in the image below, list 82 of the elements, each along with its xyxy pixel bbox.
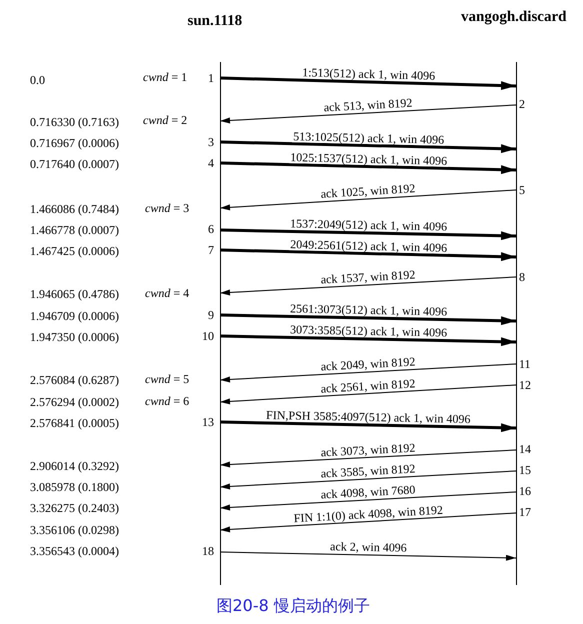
edge-label: ack 1537, win 8192	[318, 268, 416, 286]
segment-number: 13	[202, 416, 214, 428]
timestamp: 0.716330 (0.7163)	[30, 116, 119, 128]
host-name: vangogh.discard	[461, 10, 566, 25]
timestamp: 3.085978 (0.1800)	[30, 481, 119, 493]
arrow	[220, 492, 516, 510]
edge-label: ack 4098, win 7680	[318, 483, 416, 501]
segment-number: 3	[208, 136, 214, 148]
timestamp: 0.717640 (0.0007)	[30, 158, 119, 170]
segment-number: 17	[519, 506, 531, 518]
segment-number: 15	[519, 464, 531, 476]
caption: 图20-8 慢启动的例子	[216, 598, 370, 614]
arrow	[220, 76, 516, 90]
edge-label: ack 3073, win 8192	[318, 441, 416, 458]
cwnd-value: cwnd = 4	[145, 287, 190, 299]
segment-number: 4	[208, 157, 214, 169]
timestamp: 1.466778 (0.0007)	[30, 224, 119, 236]
segment-number: 14	[519, 443, 531, 455]
arrow	[220, 248, 516, 262]
segment-number: 1	[208, 72, 214, 84]
segment-number: 16	[519, 485, 531, 497]
timestamp: 0.0	[30, 74, 45, 86]
timestamp: 3.356543 (0.0004)	[30, 545, 119, 557]
arrow	[220, 470, 516, 490]
timestamp: 2.906014 (0.3292)	[30, 460, 119, 472]
arrow	[220, 384, 516, 404]
arrow	[220, 140, 516, 154]
cwnd-value: cwnd = 6	[145, 395, 190, 407]
arrow	[220, 364, 516, 382]
timestamp: 1.947350 (0.0006)	[30, 331, 119, 343]
cwnd-value: cwnd = 2	[143, 114, 188, 126]
arrow	[220, 190, 516, 210]
arrow	[220, 420, 516, 432]
cwnd-value: cwnd = 1	[143, 71, 188, 83]
edge-label: 1025:1537(512) ack 1, win 4096	[288, 150, 448, 166]
arrow	[220, 334, 516, 346]
segment-number: 12	[519, 379, 531, 391]
segment-number: 7	[208, 244, 214, 256]
edge-label: ack 3585, win 8192	[318, 462, 416, 480]
segment-number: 9	[208, 309, 214, 321]
edge-label: 1:513(512) ack 1, win 4096	[300, 66, 436, 82]
arrow	[220, 512, 516, 532]
edge-label: ack 1025, win 8192	[318, 182, 416, 200]
cwnd-value: cwnd = 3	[145, 202, 190, 214]
timestamp: 2.576294 (0.0002)	[30, 396, 119, 408]
host-name: sun.1118	[188, 14, 242, 29]
segment-number: 18	[202, 545, 214, 557]
edge-label: ack 513, win 8192	[322, 96, 414, 114]
timestamp: 2.576841 (0.0005)	[30, 417, 119, 429]
arrow	[220, 450, 516, 468]
timestamp: 1.467425 (0.0006)	[30, 245, 119, 257]
edge-label: 3073:3585(512) ack 1, win 4096	[288, 323, 448, 339]
edge-label: 2561:3073(512) ack 1, win 4096	[288, 302, 448, 318]
timestamp: 0.716967 (0.0006)	[30, 137, 119, 149]
cwnd-value: cwnd = 5	[145, 373, 190, 385]
arrow	[220, 314, 516, 326]
timestamp: 1.946709 (0.0006)	[30, 310, 119, 322]
segment-number: 2	[519, 98, 525, 110]
timestamp: 3.326275 (0.2403)	[30, 502, 119, 514]
edge-label: 1537:2049(512) ack 1, win 4096	[288, 217, 448, 233]
edge-label: 513:1025(512) ack 1, win 4096	[292, 130, 445, 146]
arrow	[220, 162, 516, 174]
segment-number: 10	[202, 330, 214, 342]
edge-label: ack 2049, win 8192	[318, 355, 416, 373]
participant	[188, 14, 242, 585]
arrow	[220, 104, 516, 124]
segment-number: 11	[519, 358, 531, 370]
arrow	[220, 276, 516, 296]
timestamp: 1.946065 (0.4786)	[30, 288, 119, 300]
timestamp: 1.466086 (0.7484)	[30, 203, 119, 215]
timestamp: 2.576084 (0.6287)	[30, 374, 119, 386]
segment-number: 5	[519, 184, 525, 196]
edge-label: ack 2561, win 8192	[318, 376, 416, 394]
timestamp: 3.356106 (0.0298)	[30, 524, 119, 536]
edge-label: FIN,PSH 3585:4097(512) ack 1, win 4096	[265, 408, 472, 426]
segment-number: 6	[208, 223, 214, 235]
edge-label: ack 2, win 4096	[328, 540, 408, 554]
segment-number: 8	[519, 271, 525, 283]
arrow	[220, 228, 516, 240]
arrow	[220, 552, 516, 561]
edge-label: FIN 1:1(0) ack 4098, win 8192	[292, 503, 444, 524]
edge-label: 2049:2561(512) ack 1, win 4096	[288, 238, 448, 254]
